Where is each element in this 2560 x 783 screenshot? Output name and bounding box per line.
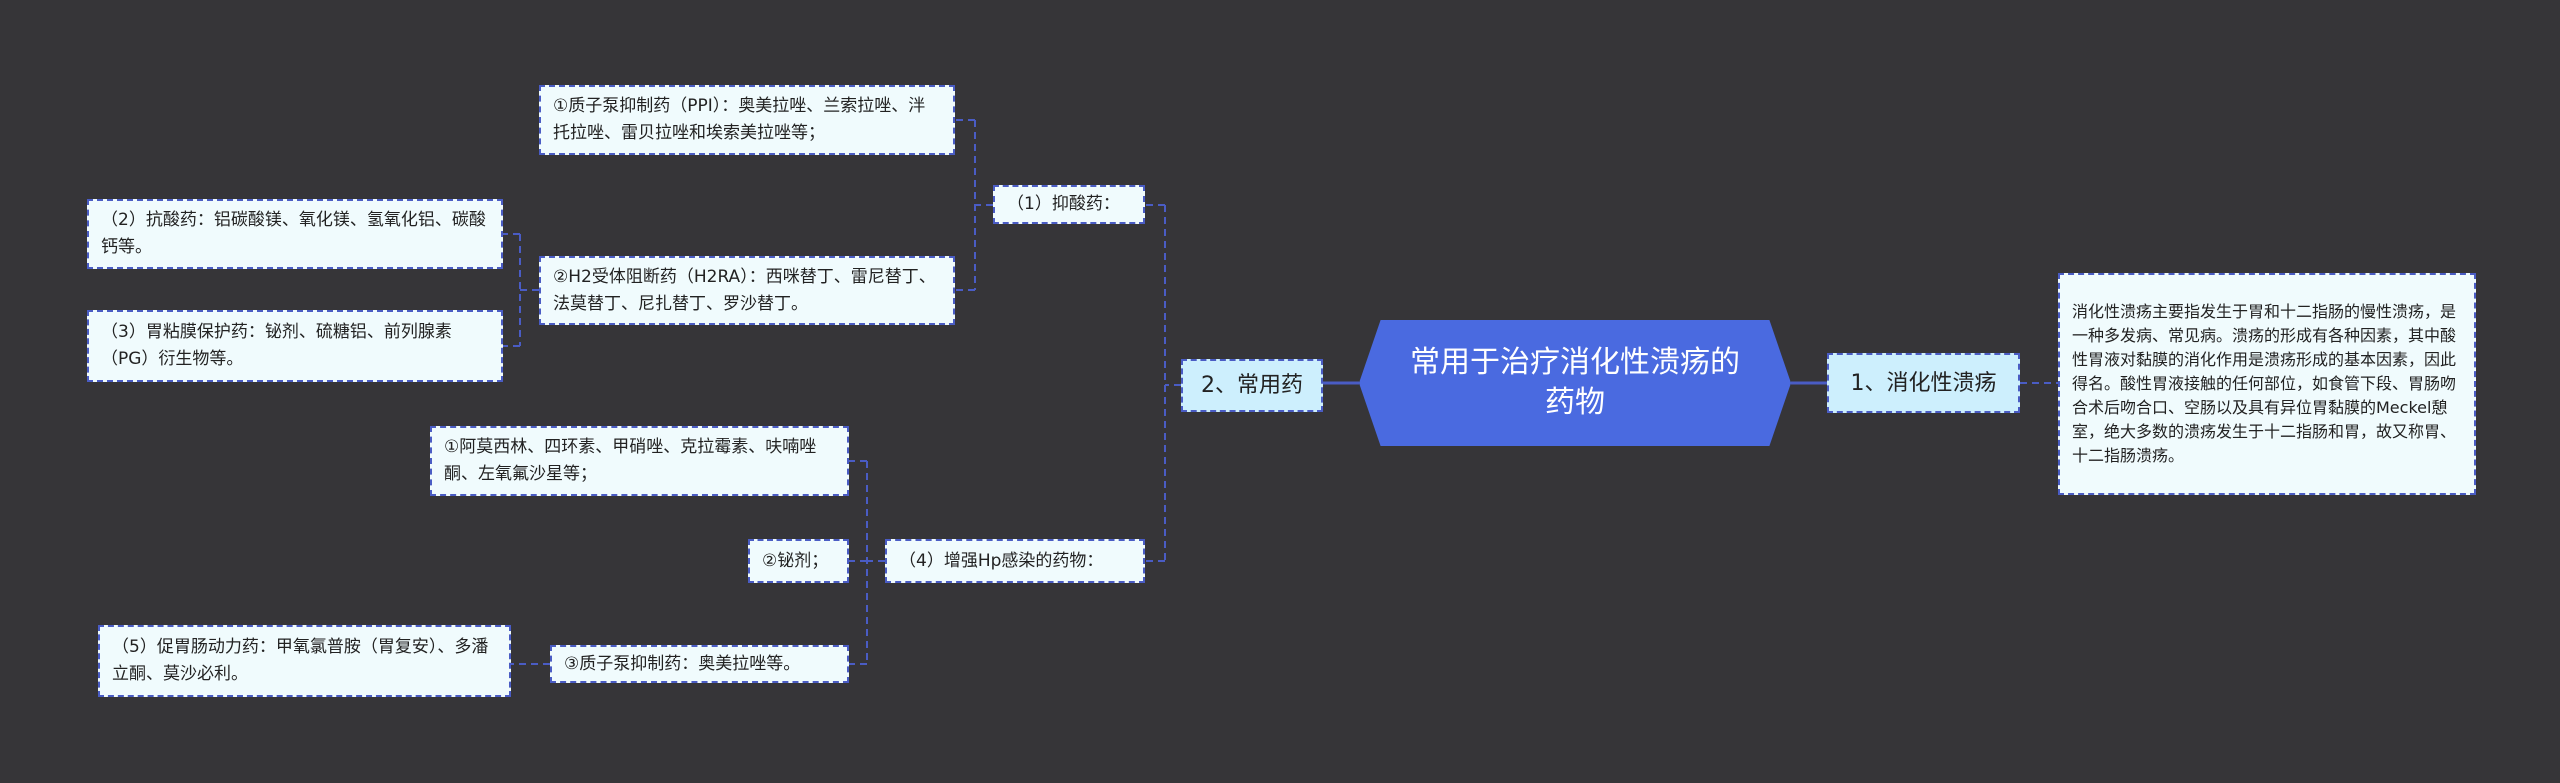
node-label: ②铋剂；	[762, 550, 829, 571]
peptic-ulcer-description[interactable]: 消化性溃疡主要指发生于胃和十二指肠的慢性溃疡，是一种多发病、常见病。溃疡的形成有…	[2058, 273, 2476, 495]
hp-drugs-node[interactable]: （4）增强Hp感染的药物：	[885, 539, 1145, 583]
topic-common-drugs[interactable]: 2、常用药	[1181, 359, 1323, 412]
h2ra-node[interactable]: ②H2受体阻断药（H2RA）：西咪替丁、雷尼替丁、法莫替丁、尼扎替丁、罗沙替丁。	[539, 256, 955, 325]
ppi-node[interactable]: ①质子泵抑制药（PPI）：奥美拉唑、兰索拉唑、泮托拉唑、雷贝拉唑和埃索美拉唑等；	[539, 85, 955, 155]
bismuth-node[interactable]: ②铋剂；	[748, 539, 849, 583]
node-label: （3）胃粘膜保护药：铋剂、硫糖铝、前列腺素（PG）衍生物等。	[101, 322, 452, 369]
hp-ppi-node[interactable]: ③质子泵抑制药：奥美拉唑等。	[550, 645, 849, 683]
node-label: ①质子泵抑制药（PPI）：奥美拉唑、兰索拉唑、泮托拉唑、雷贝拉唑和埃索美拉唑等；	[553, 96, 926, 143]
mucosa-protector-node[interactable]: （3）胃粘膜保护药：铋剂、硫糖铝、前列腺素（PG）衍生物等。	[87, 310, 503, 382]
prokinetic-node[interactable]: （5）促胃肠动力药：甲氧氯普胺（胃复安）、多潘立酮、莫沙必利。	[98, 625, 511, 697]
node-label: ③质子泵抑制药：奥美拉唑等。	[564, 653, 801, 674]
node-label: （2）抗酸药：铝碳酸镁、氧化镁、氢氧化铝、碳酸钙等。	[101, 210, 486, 257]
description-text: 消化性溃疡主要指发生于胃和十二指肠的慢性溃疡，是一种多发病、常见病。溃疡的形成有…	[2072, 302, 2457, 465]
topic-label: 1、消化性溃疡	[1850, 370, 1997, 396]
root-topic[interactable]: 常用于治疗消化性溃疡的药物	[1359, 320, 1791, 446]
acid-suppressant-node[interactable]: （1）抑酸药：	[993, 185, 1145, 224]
node-label: （5）促胃肠动力药：甲氧氯普胺（胃复安）、多潘立酮、莫沙必利。	[112, 637, 489, 684]
node-label: ①阿莫西林、四环素、甲硝唑、克拉霉素、呋喃唑酮、左氧氟沙星等；	[444, 437, 817, 484]
node-label: （1）抑酸药：	[1007, 194, 1120, 214]
node-label: （4）增强Hp感染的药物：	[899, 550, 1104, 571]
antacid-node[interactable]: （2）抗酸药：铝碳酸镁、氧化镁、氢氧化铝、碳酸钙等。	[87, 199, 503, 269]
topic-label: 2、常用药	[1201, 373, 1303, 398]
node-label: ②H2受体阻断药（H2RA）：西咪替丁、雷尼替丁、法莫替丁、尼扎替丁、罗沙替丁。	[553, 266, 936, 314]
topic-peptic-ulcer[interactable]: 1、消化性溃疡	[1827, 353, 2020, 413]
root-label: 常用于治疗消化性溃疡的药物	[1410, 345, 1740, 420]
antibiotics-node[interactable]: ①阿莫西林、四环素、甲硝唑、克拉霉素、呋喃唑酮、左氧氟沙星等；	[430, 426, 849, 496]
